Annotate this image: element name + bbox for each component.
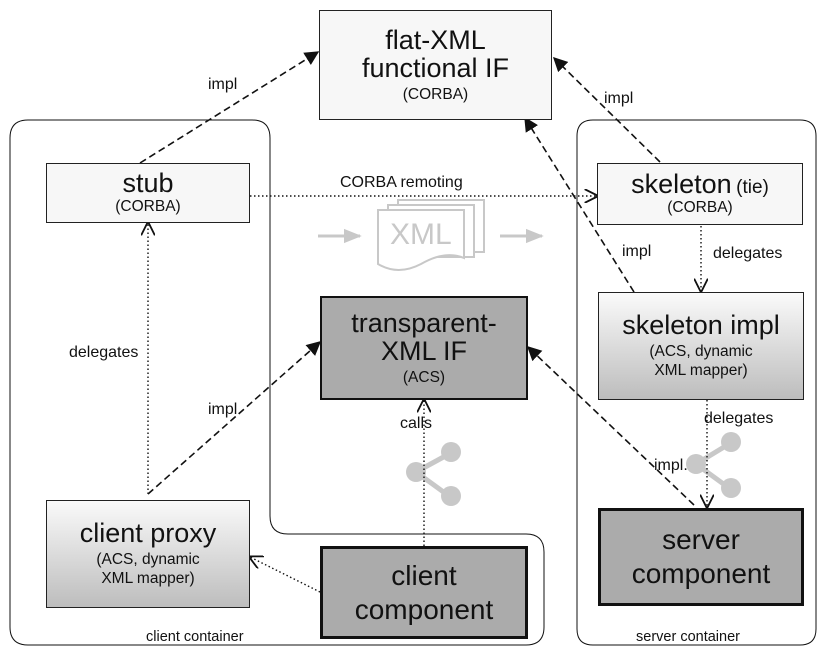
transparent-xml-if-subtitle: (ACS) — [402, 368, 446, 386]
component-proxy-arrow — [250, 557, 321, 593]
server-impl-arrow — [526, 346, 695, 506]
edge-label-skeleton-impl-flat: impl — [622, 243, 652, 260]
flat-xml-if-subtitle: (CORBA) — [402, 85, 469, 103]
client-component-title: client component — [354, 559, 494, 625]
flat-xml-if-title: flat-XML functional IF — [361, 24, 510, 84]
edge-label-stub-impl: impl — [208, 76, 238, 93]
skeleton-title: skeleton — [631, 169, 732, 200]
client-container-outline — [9, 119, 545, 646]
share-icon — [406, 442, 461, 506]
stub-subtitle: (CORBA) — [115, 198, 181, 216]
server-component-title: server component — [631, 524, 771, 589]
edge-label-stub-delegates: delegates — [69, 344, 139, 361]
skeleton-impl-flat-arrow — [524, 116, 635, 293]
stub-impl-arrow — [139, 51, 320, 164]
skeleton-impl-arrow — [552, 56, 661, 163]
skeleton-box: skeleton (tie) (CORBA) — [597, 163, 803, 225]
share-icon — [686, 432, 741, 498]
client-proxy-subtitle: (ACS, dynamic XML mapper) — [96, 550, 200, 588]
client-container-label: client container — [146, 629, 244, 645]
transparent-xml-if-title: transparent- XML IF — [351, 307, 497, 367]
skeleton-impl-subtitle: (ACS, dynamic XML mapper) — [649, 342, 753, 380]
server-container-label: server container — [636, 629, 740, 645]
client-proxy-box: client proxy (ACS, dynamic XML mapper) — [46, 500, 250, 608]
skeleton-impl-title: skeleton impl — [622, 310, 780, 341]
edge-label-corba-remoting: CORBA remoting — [340, 174, 463, 191]
skeleton-title-row: skeleton (tie) — [631, 170, 769, 198]
client-component-box: client component — [320, 546, 528, 639]
stub-title: stub — [122, 168, 174, 199]
edge-label-server-impl: impl. — [654, 457, 688, 474]
client-proxy-title: client proxy — [79, 518, 217, 549]
skeleton-impl-box: skeleton impl (ACS, dynamic XML mapper) — [598, 292, 804, 400]
edge-label-proxy-impl: impl — [208, 401, 238, 418]
server-component-box: server component — [598, 508, 804, 606]
edge-label-skeleton-impl: impl — [604, 90, 634, 107]
proxy-impl-arrow — [147, 341, 322, 495]
edge-label-component-calls: calls — [400, 415, 433, 432]
xml-label: XML — [390, 218, 452, 251]
stub-box: stub (CORBA) — [46, 163, 250, 223]
edge-label-skeleton-delegates: delegates — [713, 245, 783, 262]
edge-label-impl-delegates: delegates — [704, 410, 774, 427]
skeleton-title-suffix: (tie) — [736, 177, 769, 199]
server-container-outline — [576, 119, 817, 646]
transparent-xml-if-box: transparent- XML IF (ACS) — [320, 296, 528, 400]
skeleton-subtitle: (CORBA) — [667, 199, 733, 217]
xml-document-stack-icon — [318, 199, 544, 271]
flat-xml-functional-if-box: flat-XML functional IF (CORBA) — [319, 10, 552, 120]
